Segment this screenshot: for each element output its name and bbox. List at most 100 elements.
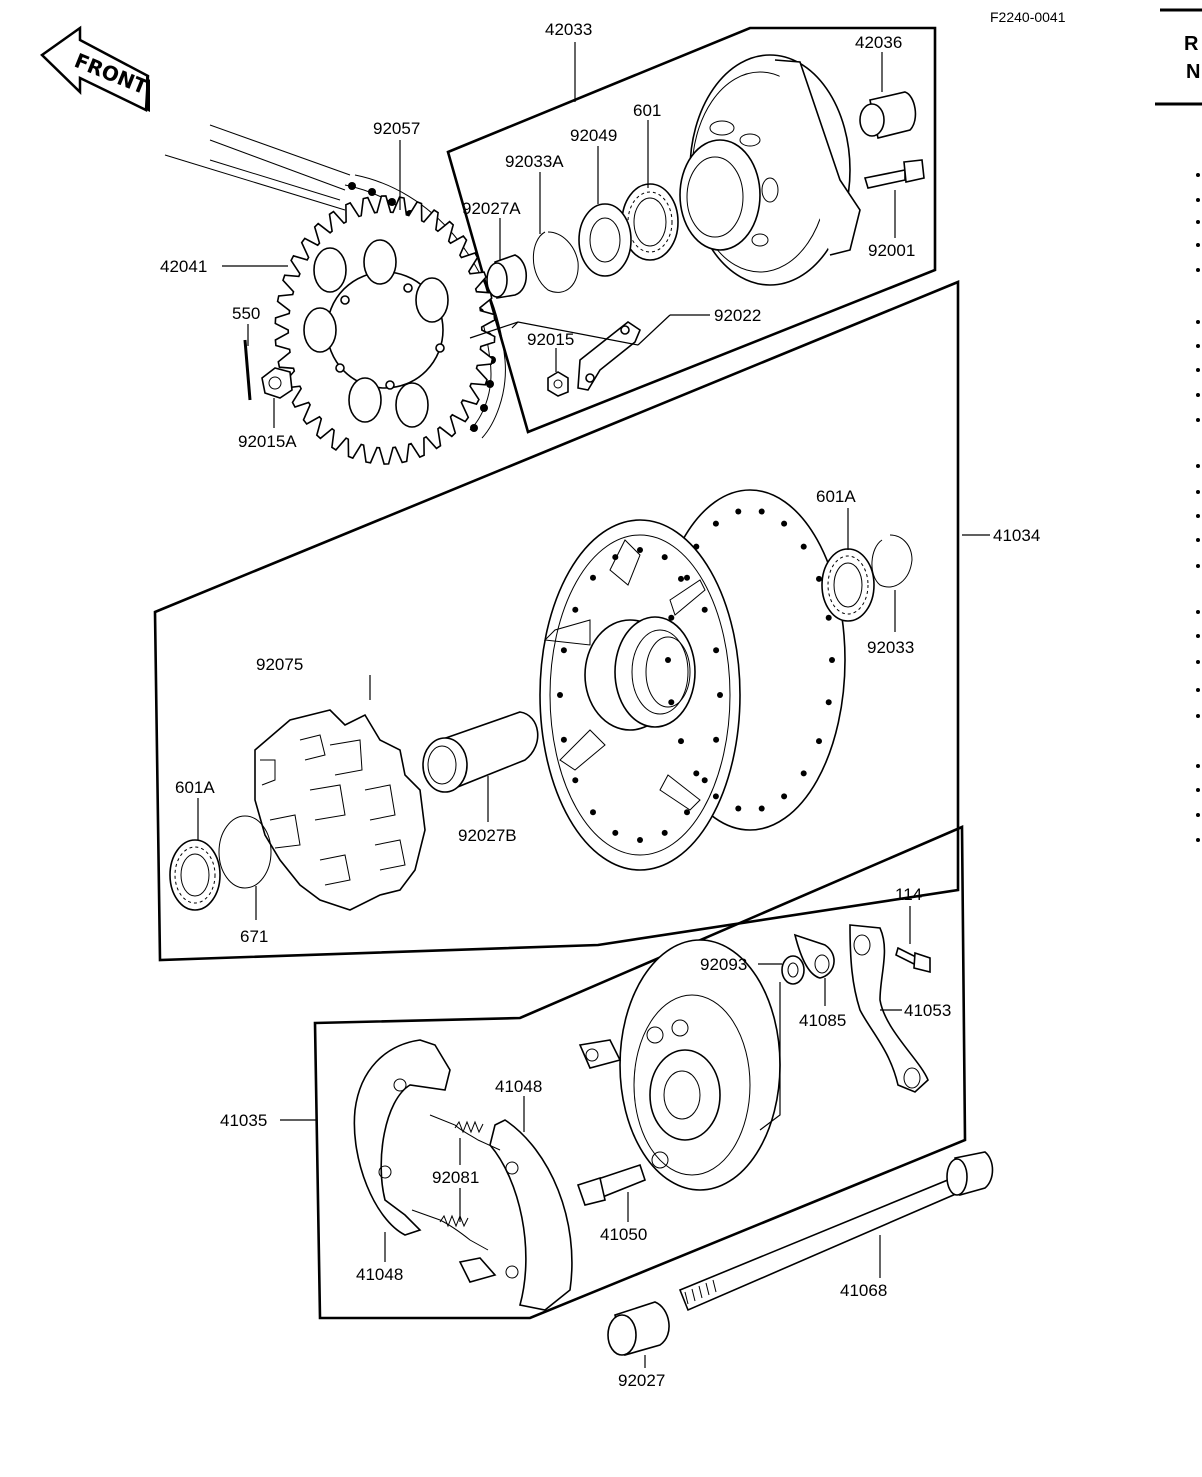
axle-41068 <box>678 1151 994 1312</box>
brake-shoe-41048-top <box>458 1119 573 1311</box>
hub-drill-hole <box>590 809 596 816</box>
hub-drill-hole <box>701 606 708 613</box>
label-92027a: 92027A <box>462 199 521 218</box>
label-92057: 92057 <box>373 119 420 138</box>
label-601a-left: 601A <box>175 778 215 797</box>
bearing-601a-right <box>821 548 875 622</box>
label-92093: 92093 <box>700 955 747 974</box>
brake-panel <box>578 939 781 1191</box>
label-114: 114 <box>895 885 922 904</box>
hub-drill-hole <box>668 614 675 621</box>
circlip-92033a <box>532 231 579 293</box>
hub-drill-hole <box>713 736 720 743</box>
label-92001: 92001 <box>868 241 915 260</box>
hub-drill-hole <box>590 574 596 581</box>
label-41034: 41034 <box>993 526 1040 545</box>
label-42041: 42041 <box>160 257 207 276</box>
label-92049: 92049 <box>570 126 617 145</box>
label-92081: 92081 <box>432 1168 479 1187</box>
label-671: 671 <box>240 927 268 946</box>
hub-drill-hole <box>712 793 719 800</box>
lock-plate-92022 <box>577 321 641 391</box>
hub-drill-hole <box>758 508 765 515</box>
label-601a-top: 601A <box>816 487 856 506</box>
label-41048-bottom: 41048 <box>356 1265 403 1284</box>
indicator-plate-41085 <box>793 933 835 979</box>
hub-drill-hole <box>717 692 723 698</box>
label-41085: 41085 <box>799 1011 846 1030</box>
bearing-601a-left <box>169 839 221 911</box>
hub-drill-hole <box>735 508 742 515</box>
hub-drill-hole <box>560 736 567 743</box>
label-92022: 92022 <box>714 306 761 325</box>
brake-springs-92081 <box>411 1114 501 1251</box>
label-41053: 41053 <box>904 1001 951 1020</box>
rear-sprocket <box>274 195 496 465</box>
hub-drill-hole <box>661 554 668 561</box>
hub-drill-hole <box>612 829 619 836</box>
label-41048-top: 41048 <box>495 1077 542 1096</box>
nut-92015 <box>547 371 569 397</box>
hub-drill-hole <box>684 809 690 816</box>
collar-92027a <box>486 254 528 299</box>
label-42033: 42033 <box>545 20 592 39</box>
hub-assembly-box <box>446 26 937 434</box>
adjacent-page-fragment: R N <box>1155 8 1202 842</box>
brake-cam-41050 <box>576 1163 646 1206</box>
hub-drill-hole <box>781 520 788 527</box>
label-550: 550 <box>232 304 260 323</box>
label-92027: 92027 <box>618 1371 665 1390</box>
label-92075: 92075 <box>256 655 303 674</box>
cotter-pin-550 <box>243 339 252 401</box>
label-92015: 92015 <box>527 330 574 349</box>
hub-drill-hole <box>637 837 643 843</box>
hub-drill-hole <box>713 647 720 654</box>
hub-drill-hole <box>661 829 668 836</box>
hub-drill-hole <box>612 554 619 561</box>
hub-drill-hole <box>800 543 807 550</box>
brake-lever-41053 <box>849 924 929 1093</box>
sprocket-hub <box>679 54 861 286</box>
label-42036: 42036 <box>855 33 902 52</box>
label-92033: 92033 <box>867 638 914 657</box>
hub-drill-hole <box>693 770 700 777</box>
brake-assembly-box <box>313 825 967 1320</box>
hub-drill-hole <box>816 738 822 745</box>
label-41035: 41035 <box>220 1111 267 1130</box>
hub-drill-hole <box>637 547 643 553</box>
hub-drill-hole <box>557 692 563 698</box>
hub-drill-hole <box>665 657 671 663</box>
label-92027b: 92027B <box>458 826 517 845</box>
hub-drill-hole <box>825 699 832 706</box>
label-601: 601 <box>633 101 661 120</box>
bolt-114 <box>895 946 931 974</box>
hub-drill-hole <box>572 777 579 784</box>
label-92033a: 92033A <box>505 152 564 171</box>
front-arrow-icon: FRONT <box>40 25 151 112</box>
o-ring-671 <box>218 815 272 889</box>
label-92015a: 92015A <box>238 432 297 451</box>
wheel-assembly-box <box>153 280 960 962</box>
hub-drill-hole <box>678 575 684 582</box>
hub-drill-hole <box>758 805 765 812</box>
washer-92093 <box>781 955 805 985</box>
damper-92075 <box>254 709 426 911</box>
sleeve-92027b <box>422 711 539 793</box>
oil-seal-92049 <box>578 203 632 277</box>
hub-drill-hole <box>693 543 700 550</box>
brake-shoe-41035 <box>353 1039 451 1236</box>
part-labels: 42033 42036 92057 601 92049 92033A 92027… <box>160 20 1040 1390</box>
hub-drill-hole <box>701 777 708 784</box>
cutoff-letter-r: R <box>1184 33 1199 55</box>
cutoff-letter-n: N <box>1186 61 1200 83</box>
collar-92027 <box>607 1301 670 1356</box>
hub-drill-hole <box>560 647 567 654</box>
diagram-code: F2240-0041 <box>990 9 1066 25</box>
label-41050: 41050 <box>600 1225 647 1244</box>
nut-92015a <box>261 367 293 399</box>
hub-drill-hole <box>829 657 835 663</box>
circlip-92033 <box>871 534 913 588</box>
bolt-92001 <box>863 159 925 189</box>
leader-lines <box>197 42 990 1368</box>
